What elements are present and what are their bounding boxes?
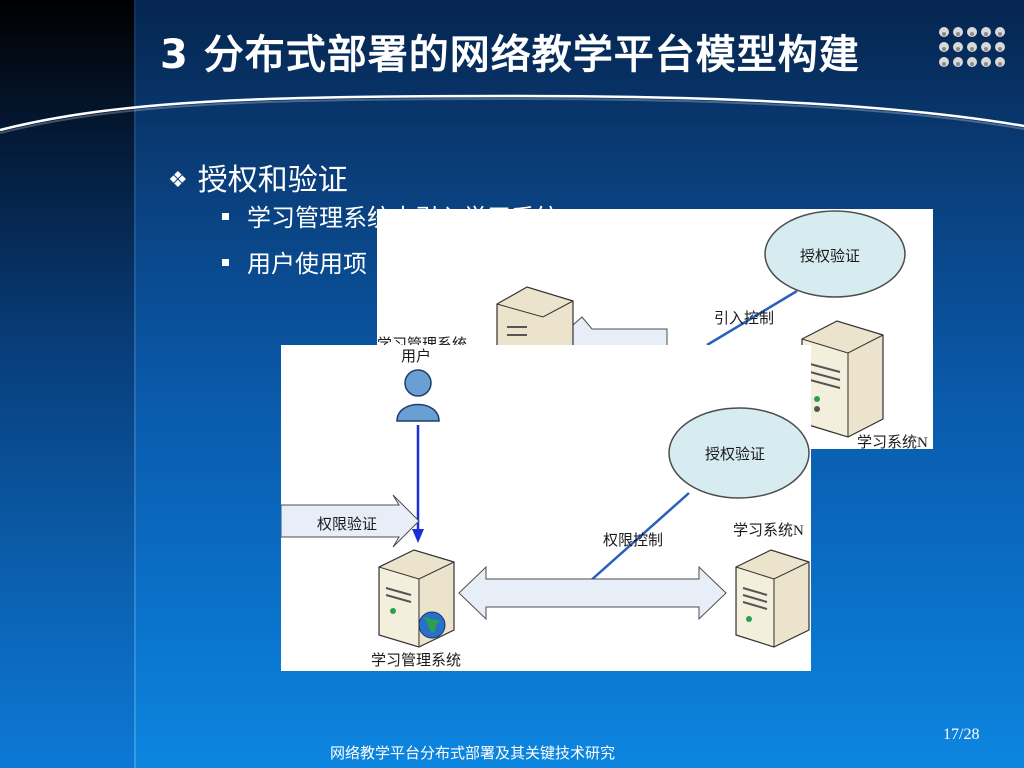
permission-control-label: 权限控制 — [603, 533, 664, 549]
bullet-sub-2-text: 用户使用项 — [247, 250, 367, 278]
server-icon-lms-back — [496, 286, 574, 350]
control-connector-line — [706, 289, 798, 347]
user-label: 用户 — [401, 349, 432, 365]
permission-control-line — [578, 492, 690, 592]
permission-check-label: 权限验证 — [317, 517, 378, 533]
bidirectional-arrow — [458, 565, 727, 621]
slide-title: 3 分布式部署的网络教学平台模型构建 — [160, 32, 860, 78]
user-icon — [396, 369, 440, 422]
user-arrow-head — [412, 529, 424, 543]
system-label-back: 学习系统N — [857, 435, 928, 449]
lms-label-front: 学习管理系统 — [371, 653, 462, 669]
system-label-front: 学习系统N — [733, 523, 804, 539]
intro-control-label: 引入控制 — [714, 311, 775, 327]
bullet-main-text: 授权和验证 — [197, 163, 348, 198]
footer-text: 网络教学平台分布式部署及其关键技术研究 — [330, 744, 616, 762]
server-icon-system-front — [735, 549, 810, 648]
page-number: 17/28 — [943, 726, 980, 743]
bullet-main: ❖ 授权和验证 — [168, 155, 348, 199]
server-icon-system-back — [801, 320, 884, 438]
square-bullet-icon — [222, 213, 229, 220]
auth-ellipse — [764, 210, 906, 298]
square-bullet-icon — [222, 259, 229, 266]
left-dark-strip — [0, 0, 134, 768]
left-strip-edge — [134, 0, 136, 768]
auth-label-back: 授权验证 — [800, 249, 861, 265]
diamond-bullet-icon: ❖ — [168, 168, 188, 193]
globe-icon — [418, 611, 446, 639]
diagram-panel-front: 用户 授权验证 权限验证 权限控制 学习系统N 学习管理系统 — [281, 345, 811, 671]
auth-ellipse-front — [668, 407, 810, 499]
header-swoosh-line — [0, 94, 1024, 134]
decorative-dots-icon — [939, 27, 1005, 67]
permission-check-arrow — [281, 494, 420, 548]
bullet-sub-2: 用户使用项 — [222, 244, 367, 279]
auth-label-front: 授权验证 — [705, 447, 766, 463]
